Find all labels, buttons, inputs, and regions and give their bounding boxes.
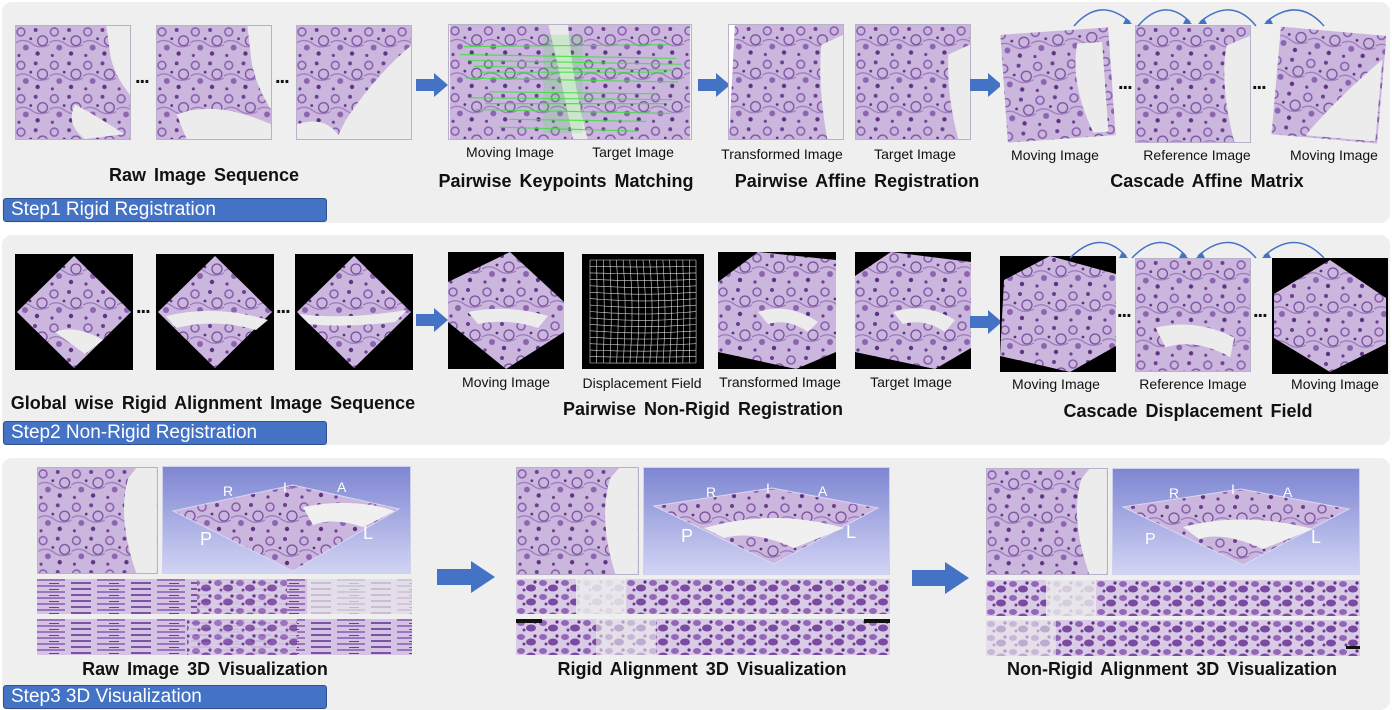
axis-label-r: R <box>706 484 717 500</box>
aligned-image-3 <box>295 254 413 370</box>
displacement-field-image <box>582 254 704 369</box>
cascade-affine-title: Cascade Affine Matrix <box>1110 171 1304 191</box>
ellipsis: ... <box>1117 300 1132 322</box>
right-arrow-icon <box>416 308 448 332</box>
raw-slice-image <box>37 467 158 574</box>
nonrigid-registration-title: Pairwise Non-Rigid Registration <box>562 399 844 419</box>
step1-label: Step1 Rigid Registration <box>3 198 327 222</box>
raw-3d-volume: R I A P L <box>162 466 411 574</box>
raw-image-1 <box>15 25 131 140</box>
caption-moving-image: Moving Image <box>462 374 550 390</box>
right-arrow-icon <box>698 73 730 97</box>
nonrigid-transformed-image <box>718 252 836 369</box>
rigid-slice-image <box>516 467 639 575</box>
raw-image-2 <box>156 25 272 140</box>
axis-label-l: L <box>363 523 374 543</box>
rigid-cross-section-1 <box>516 579 890 614</box>
axis-label-l: L <box>1311 527 1322 547</box>
axis-label-r: R <box>1169 485 1180 501</box>
step3-label: Step3 3D Visualization <box>3 685 327 709</box>
nonrigid-cross-section-1 <box>986 580 1360 616</box>
step2-label: Step2 Non-Rigid Registration <box>3 421 327 445</box>
axis-label-i: I <box>766 480 770 496</box>
axis-label-p: P <box>200 529 213 549</box>
ellipsis: ... <box>275 66 290 88</box>
axis-label-r: R <box>223 483 234 499</box>
rigid-3d-title: Rigid Alignment 3D Visualization <box>557 659 847 679</box>
keypoint-matching-title: Pairwise Keypoints Matching <box>438 171 694 191</box>
right-arrow-icon <box>416 73 448 97</box>
caption-transformed-image: Transformed Image <box>721 146 843 162</box>
caption-reference-image: Reference Image <box>1143 147 1251 163</box>
transformed-image <box>728 24 844 140</box>
aligned-image-1 <box>15 254 133 370</box>
raw-3d-title: Raw Image 3D Visualization <box>82 659 328 679</box>
caption-moving-image: Moving Image <box>1011 147 1099 163</box>
rigid-cross-section-2 <box>516 619 890 655</box>
raw-cross-section-2 <box>37 619 412 655</box>
nonrigid-slice-image <box>986 468 1108 575</box>
caption-transformed-image: Transformed Image <box>719 374 841 390</box>
raw-image-sequence-title: Raw Image Sequence <box>108 165 300 185</box>
cascade-moving-image-left <box>1000 25 1116 145</box>
caption-target-image: Target Image <box>870 374 952 390</box>
caption-reference-image: Reference Image <box>1139 376 1247 392</box>
caption-moving-image: Moving Image <box>1012 376 1100 392</box>
cascade-reference-image <box>1135 258 1251 372</box>
aligned-image-2 <box>156 254 274 370</box>
cascade-moving-image-right <box>1272 258 1388 374</box>
raw-cross-section-1 <box>37 579 412 614</box>
ellipsis: ... <box>1253 300 1268 322</box>
cascade-arrows <box>1073 9 1325 27</box>
ellipsis: ... <box>1118 72 1133 94</box>
right-arrow-icon <box>970 310 1002 334</box>
axis-label-p: P <box>1145 531 1156 548</box>
axis-label-p: P <box>681 526 694 546</box>
nonrigid-3d-title: Non-Rigid Alignment 3D Visualization <box>1006 659 1338 679</box>
global-rigid-sequence-title: Global wise Rigid Alignment Image Sequen… <box>10 393 416 413</box>
axis-label-a: A <box>337 479 347 495</box>
caption-displacement-field: Displacement Field <box>582 375 702 391</box>
cascade-moving-image-left <box>1000 256 1116 372</box>
affine-registration-title: Pairwise Affine Registration <box>734 171 980 191</box>
right-arrow-icon <box>912 562 969 594</box>
right-arrow-icon <box>970 73 1002 97</box>
nonrigid-moving-image <box>448 252 564 369</box>
keypoint-matching-image <box>448 24 692 140</box>
caption-moving-image: Moving Image <box>466 144 554 160</box>
cascade-arrows <box>1069 241 1325 259</box>
axis-label-a: A <box>818 483 828 499</box>
target-image <box>855 24 971 140</box>
caption-target-image: Target Image <box>874 146 956 162</box>
axis-label-a: A <box>1283 484 1293 500</box>
axis-label-i: I <box>1231 481 1235 497</box>
ellipsis: ... <box>1252 72 1267 94</box>
ellipsis: ... <box>135 66 150 88</box>
cascade-displacement-title: Cascade Displacement Field <box>1063 401 1313 421</box>
nonrigid-3d-volume: R I A P L <box>1112 468 1360 575</box>
axis-label-l: L <box>846 522 857 542</box>
nonrigid-cross-section-2 <box>986 620 1360 656</box>
caption-target-image: Target Image <box>592 144 674 160</box>
ellipsis: ... <box>136 296 151 318</box>
raw-image-3 <box>296 25 412 140</box>
caption-moving-image: Moving Image <box>1291 376 1379 392</box>
caption-moving-image: Moving Image <box>1290 147 1378 163</box>
axis-label-i: I <box>283 479 287 495</box>
right-arrow-icon <box>437 561 495 593</box>
ellipsis: ... <box>276 296 291 318</box>
nonrigid-target-image <box>855 252 971 369</box>
cascade-reference-image <box>1135 25 1251 143</box>
cascade-moving-image-right <box>1270 25 1386 145</box>
rigid-3d-volume: R I A P L <box>643 467 890 575</box>
